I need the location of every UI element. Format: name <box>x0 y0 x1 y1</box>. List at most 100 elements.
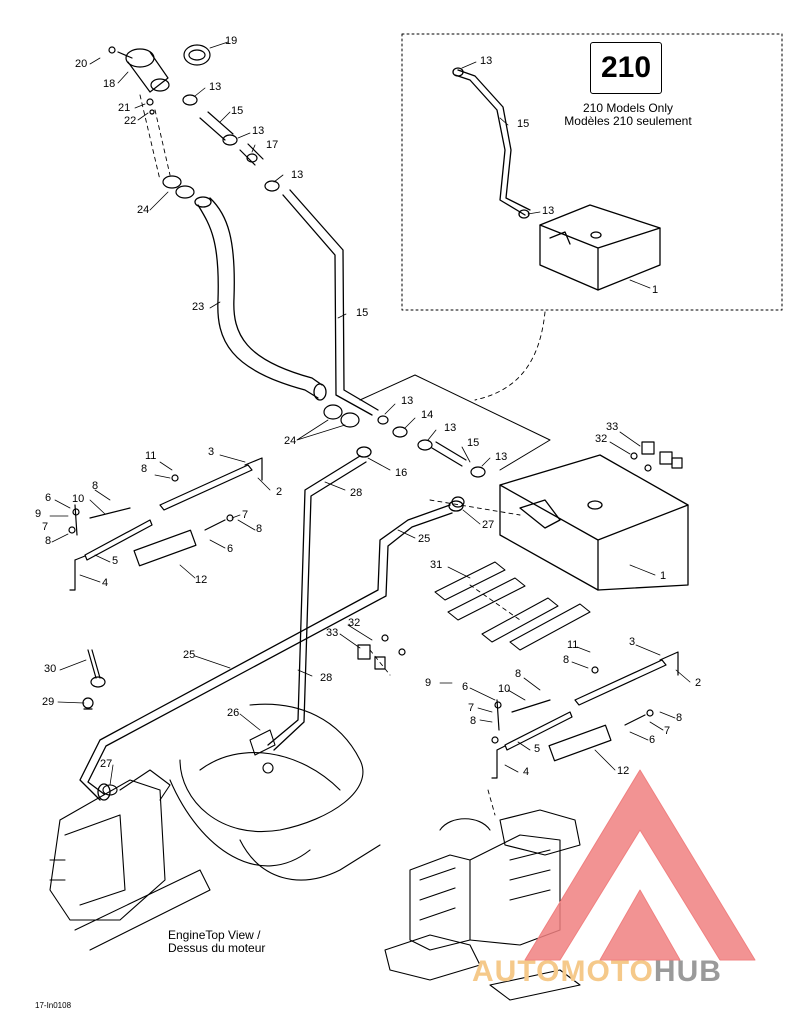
clamps-24-lower <box>323 404 360 428</box>
tie-30 <box>87 649 106 688</box>
clamp-27-upper <box>451 496 465 508</box>
watermark-moto: MOTO <box>560 955 654 988</box>
callout-label: 28 <box>320 672 333 684</box>
callout-label: 8 <box>256 523 263 535</box>
callout-label: 9 <box>35 508 42 520</box>
fuel-tank-210 <box>452 67 661 291</box>
filler-hose-23 <box>194 196 327 401</box>
callout-leaders <box>49 41 691 786</box>
engine-caption-en: EngineTop View / <box>168 928 261 942</box>
callout-label: 13 <box>291 169 304 181</box>
clamps-24-upper <box>162 175 195 199</box>
callout-label: 13 <box>495 451 508 463</box>
document-id: 17-In0108 <box>35 1001 72 1010</box>
callout-label: 31 <box>430 559 443 571</box>
strap-kit-right <box>491 651 679 779</box>
callout-label: 27 <box>100 758 113 770</box>
callout-label: 10 <box>498 683 511 695</box>
callout-label: 12 <box>617 765 630 777</box>
callout-label: 33 <box>326 627 339 639</box>
fasteners-21-22 <box>146 98 155 115</box>
callout-label: 7 <box>242 509 249 521</box>
callout-label: 6 <box>45 492 52 504</box>
callout-label: 5 <box>534 743 541 755</box>
callout-label: 24 <box>284 435 297 447</box>
callout-label: 1 <box>652 284 659 296</box>
callout-label: 7 <box>664 725 671 737</box>
gasket-19 <box>183 44 211 66</box>
screw-29 <box>82 697 94 710</box>
strap-kit-left <box>68 457 263 591</box>
callout-label: 32 <box>595 433 608 445</box>
callout-label: 3 <box>208 446 215 458</box>
callout-label: 8 <box>141 463 148 475</box>
callout-label: 6 <box>462 681 469 693</box>
filler-neck <box>108 46 170 93</box>
callout-label: 19 <box>225 35 238 47</box>
hose-28 <box>267 446 372 751</box>
vent-hose-15 <box>282 189 379 416</box>
callout-label: 4 <box>102 577 109 589</box>
callout-label: 33 <box>606 421 619 433</box>
callout-label: 8 <box>92 480 99 492</box>
callout-label: 13 <box>480 55 493 67</box>
callout-label: 13 <box>542 205 555 217</box>
variant-note-fr: Modèles 210 seulement <box>564 114 692 128</box>
watermark-auto: AUTO <box>472 955 561 988</box>
callout-label: 32 <box>348 617 361 629</box>
callout-label: 4 <box>523 766 530 778</box>
callout-label: 11 <box>145 450 157 462</box>
callout-label: 30 <box>44 663 57 675</box>
callout-label: 15 <box>517 118 530 130</box>
callout-label: 13 <box>209 81 222 93</box>
callout-label: 10 <box>72 493 85 505</box>
callout-label: 23 <box>192 301 205 313</box>
callout-label: 8 <box>470 715 477 727</box>
callout-label: 15 <box>356 307 369 319</box>
clips-mid <box>357 634 406 670</box>
callout-label: 16 <box>395 467 408 479</box>
variant-note-en: 210 Models Only <box>582 101 674 115</box>
callout-label: 13 <box>401 395 414 407</box>
callout-label: 20 <box>75 58 88 70</box>
callout-label: 8 <box>45 535 52 547</box>
callout-label: 29 <box>42 696 55 708</box>
tray-outline <box>359 374 551 471</box>
callout-label: 6 <box>227 543 234 555</box>
callout-label: 15 <box>231 105 244 117</box>
foam-strips-31 <box>434 561 591 651</box>
callout-label: 6 <box>649 734 656 746</box>
callout-label: 27 <box>482 519 495 531</box>
callout-label: 24 <box>137 204 150 216</box>
callout-label: 7 <box>42 521 49 533</box>
callout-label: 15 <box>467 437 480 449</box>
engine-caption-fr: Dessus du moteur <box>168 941 266 955</box>
callout-label: 25 <box>183 649 196 661</box>
variant-box <box>401 33 783 311</box>
engine-assembly <box>384 809 581 1001</box>
watermark-logo: AUTOMOTOHUB <box>472 955 722 989</box>
hull-engine-top <box>49 703 381 951</box>
callout-label: 25 <box>418 533 431 545</box>
callout-label: 22 <box>124 115 137 127</box>
callout-label: 2 <box>695 677 702 689</box>
watermark-triangle <box>524 769 756 961</box>
hose-25 <box>79 500 464 801</box>
callout-label: 9 <box>425 677 432 689</box>
callout-label: 18 <box>103 78 116 90</box>
callout-label: 26 <box>227 707 240 719</box>
callout-label: 5 <box>112 555 119 567</box>
fuel-tank-main <box>499 454 689 591</box>
callout-label: 21 <box>118 102 131 114</box>
fitting-14 <box>377 415 486 478</box>
callout-label: 8 <box>563 654 570 666</box>
callout-label: 11 <box>567 639 579 651</box>
callout-label: 8 <box>676 712 683 724</box>
vent-hose-upper <box>182 94 280 192</box>
clips-upper <box>630 441 683 472</box>
callout-label: 28 <box>350 487 363 499</box>
assembly-leaders <box>139 94 546 816</box>
callout-label: 13 <box>444 422 457 434</box>
callout-label: 8 <box>515 668 522 680</box>
